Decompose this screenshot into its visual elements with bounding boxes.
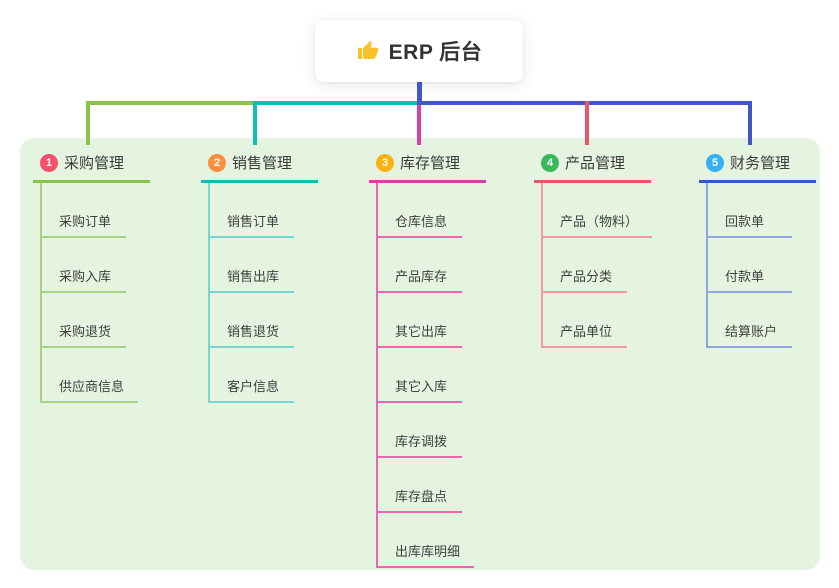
branch-children-group: 回款单付款单结算账户 bbox=[706, 183, 816, 348]
mindmap-node[interactable]: 产品库存 bbox=[378, 238, 462, 293]
mindmap-node[interactable]: 结算账户 bbox=[708, 293, 792, 348]
branches-panel: 1 采购管理采购订单采购入库采购退货供应商信息 2 销售管理销售订单销售出库销售退货客… bbox=[20, 138, 820, 570]
mindmap-node[interactable]: 采购退货 bbox=[42, 293, 126, 348]
mindmap-node[interactable]: 付款单 bbox=[708, 238, 792, 293]
mindmap-node[interactable]: 采购入库 bbox=[42, 238, 126, 293]
branch-node-4[interactable]: 4 产品管理 bbox=[534, 150, 651, 183]
thumbs-up-icon bbox=[356, 39, 380, 63]
branch-number-badge: 3 bbox=[376, 153, 394, 172]
branch-number-badge: 1 bbox=[40, 153, 58, 172]
root-node-title: ERP 后台 bbox=[388, 41, 483, 64]
mindmap-node[interactable]: 产品（物料） bbox=[543, 183, 653, 238]
branch-title: 产品管理 bbox=[565, 155, 626, 172]
branch-children-group: 产品（物料）产品分类产品单位 bbox=[541, 183, 653, 348]
mindmap-node[interactable]: 库存盘点 bbox=[378, 458, 462, 513]
mindmap-node[interactable]: 客户信息 bbox=[210, 348, 294, 403]
bus-segment-1 bbox=[86, 101, 257, 105]
branch-number-badge: 2 bbox=[208, 153, 226, 172]
branch-node-5[interactable]: 5 财务管理 bbox=[699, 150, 816, 183]
branch-number-badge: 4 bbox=[541, 153, 559, 172]
bus-segment-3 bbox=[417, 101, 752, 105]
root-node-erp[interactable]: ERP 后台 bbox=[315, 20, 523, 82]
branch-title: 库存管理 bbox=[400, 155, 461, 172]
branch-drop-line-4 bbox=[585, 101, 589, 145]
mindmap-node[interactable]: 其它出库 bbox=[378, 293, 462, 348]
mindmap-node[interactable]: 出库库明细 bbox=[378, 513, 475, 568]
branch-node-2[interactable]: 2 销售管理 bbox=[201, 150, 318, 183]
branch-title: 采购管理 bbox=[64, 155, 125, 172]
branch-node-1[interactable]: 1 采购管理 bbox=[33, 150, 150, 183]
branch-column-4: 4 产品管理产品（物料）产品分类产品单位 bbox=[534, 150, 653, 348]
mindmap-node[interactable]: 其它入库 bbox=[378, 348, 462, 403]
branch-column-2: 2 销售管理销售订单销售出库销售退货客户信息 bbox=[201, 150, 318, 403]
mindmap-node[interactable]: 采购订单 bbox=[42, 183, 126, 238]
mindmap-node[interactable]: 供应商信息 bbox=[42, 348, 139, 403]
mindmap-node[interactable]: 回款单 bbox=[708, 183, 792, 238]
branch-node-3[interactable]: 3 库存管理 bbox=[369, 150, 486, 183]
mindmap-node[interactable]: 产品单位 bbox=[543, 293, 627, 348]
mindmap-node[interactable]: 销售订单 bbox=[210, 183, 294, 238]
branch-column-1: 1 采购管理采购订单采购入库采购退货供应商信息 bbox=[33, 150, 150, 403]
branch-drop-line-2 bbox=[253, 101, 257, 145]
bus-segment-2 bbox=[253, 101, 419, 105]
mindmap-node[interactable]: 销售出库 bbox=[210, 238, 294, 293]
branch-title: 销售管理 bbox=[232, 155, 293, 172]
branch-column-3: 3 库存管理仓库信息产品库存其它出库其它入库库存调拨库存盘点出库库明细 bbox=[369, 150, 486, 568]
branch-drop-line-1 bbox=[86, 101, 90, 145]
branch-drop-line-3 bbox=[417, 105, 421, 145]
branch-children-group: 销售订单销售出库销售退货客户信息 bbox=[208, 183, 318, 403]
mindmap-node[interactable]: 仓库信息 bbox=[378, 183, 462, 238]
mindmap-node[interactable]: 销售退货 bbox=[210, 293, 294, 348]
branch-drop-line-5 bbox=[748, 101, 752, 145]
branch-title: 财务管理 bbox=[730, 155, 791, 172]
mindmap-node[interactable]: 库存调拨 bbox=[378, 403, 462, 458]
branch-children-group: 采购订单采购入库采购退货供应商信息 bbox=[40, 183, 150, 403]
branch-number-badge: 5 bbox=[706, 153, 724, 172]
mindmap-node[interactable]: 产品分类 bbox=[543, 238, 627, 293]
branch-children-group: 仓库信息产品库存其它出库其它入库库存调拨库存盘点出库库明细 bbox=[376, 183, 486, 568]
root-connector-line bbox=[417, 82, 422, 105]
branch-column-5: 5 财务管理回款单付款单结算账户 bbox=[699, 150, 816, 348]
